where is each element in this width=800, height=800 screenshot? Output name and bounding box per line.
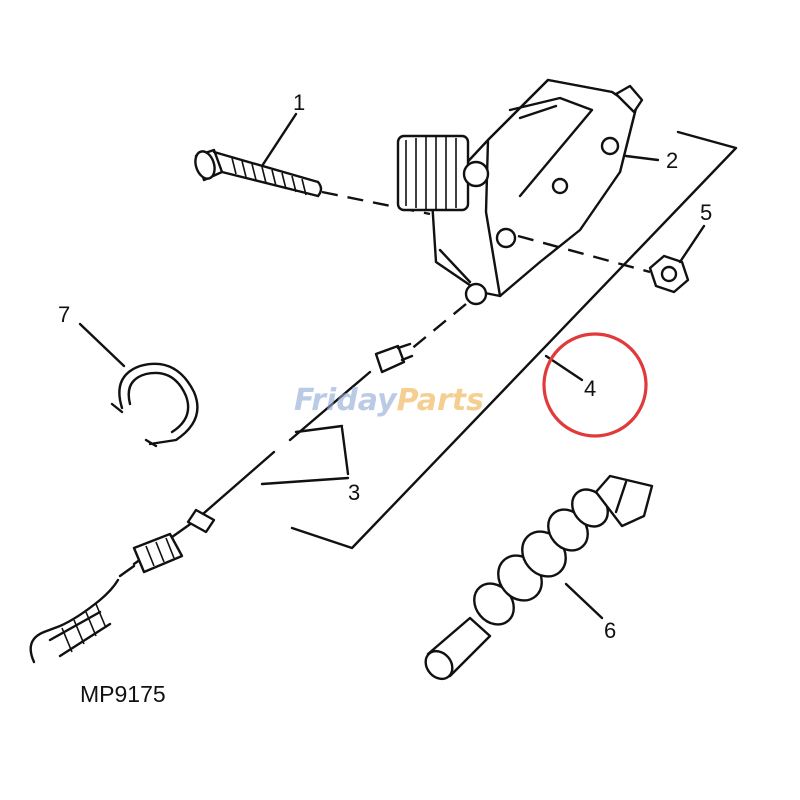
leader-5 <box>678 224 706 264</box>
cable-assembly <box>29 342 414 664</box>
leader-3b <box>260 476 350 486</box>
leader-3c <box>294 424 344 434</box>
leader-7 <box>78 322 126 368</box>
snap-ring-end <box>110 402 158 448</box>
callout-4: 4 <box>584 376 596 401</box>
callout-3: 3 <box>348 480 360 505</box>
kit-bracket <box>290 130 738 550</box>
bolt <box>194 148 323 198</box>
boot <box>424 474 654 681</box>
nut-alignment-line <box>517 234 651 274</box>
callout-1: 1 <box>293 90 305 115</box>
callout-2: 2 <box>666 148 678 173</box>
switch-assembly <box>396 78 644 306</box>
highlight-circle <box>542 332 648 438</box>
callout-6: 6 <box>604 618 616 643</box>
callout-7: 7 <box>58 302 70 327</box>
watermark-part2: Parts <box>397 383 484 418</box>
leader-1 <box>260 112 298 168</box>
callout-5: 5 <box>700 200 712 225</box>
leader-2 <box>624 154 660 162</box>
figure-id: MP9175 <box>80 681 166 707</box>
snap-ring <box>118 362 199 446</box>
leader-3a <box>340 426 350 476</box>
nut <box>648 254 690 294</box>
watermark: FridayParts <box>294 383 484 418</box>
cable-alignment-line <box>409 303 467 351</box>
watermark-part1: Friday <box>294 383 398 418</box>
leader-6 <box>564 582 604 620</box>
snap-ring-inner <box>127 371 190 434</box>
